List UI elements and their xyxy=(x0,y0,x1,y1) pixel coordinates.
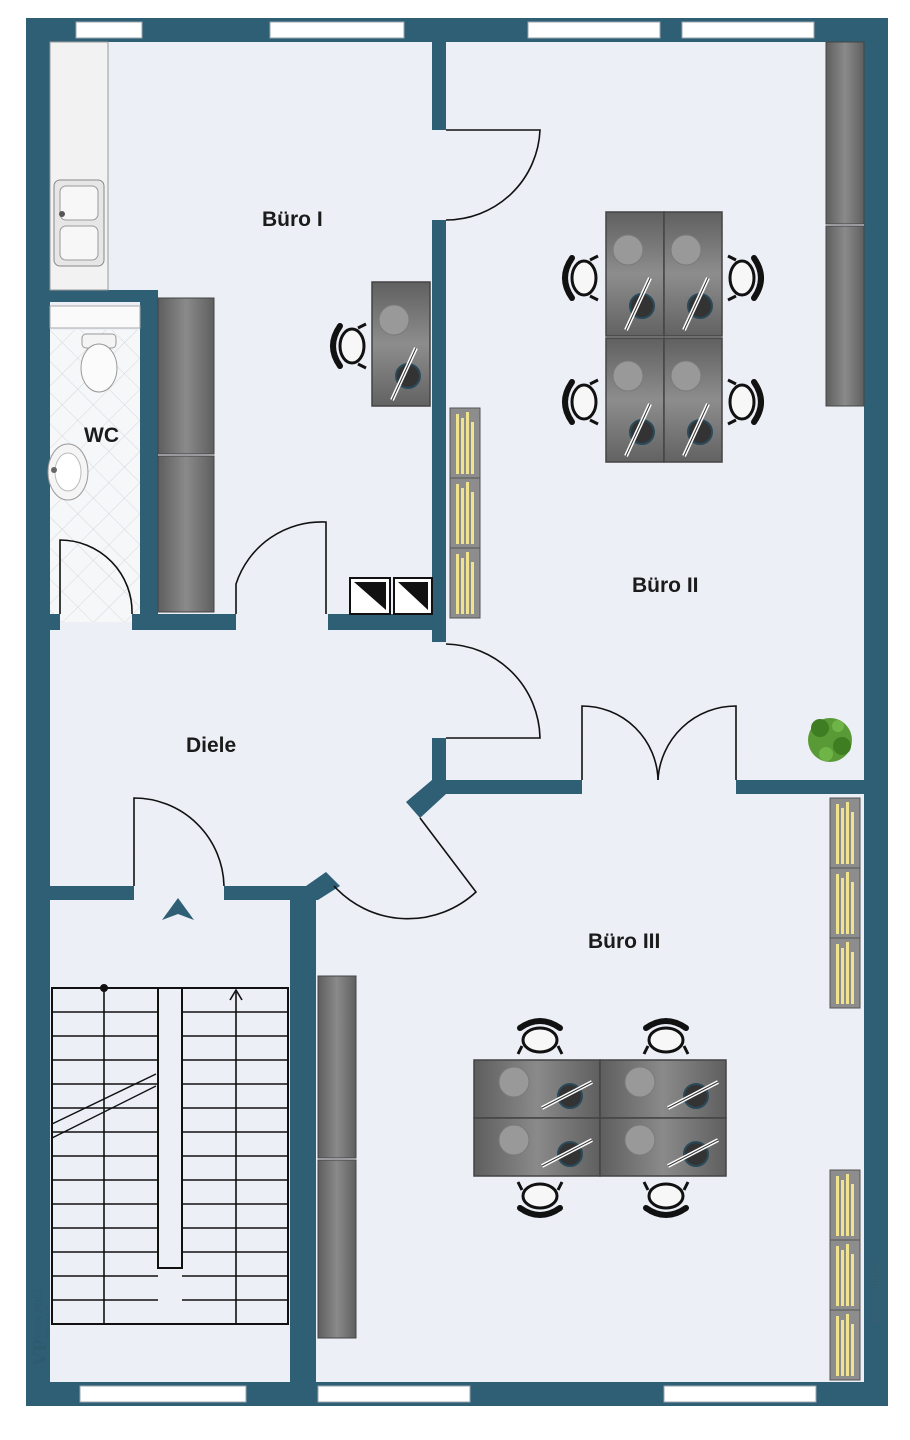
logo-tagline: IMMOBILIEN xyxy=(46,1308,51,1339)
label-buero1: Büro I xyxy=(262,208,323,231)
entrance-arrow-icon xyxy=(162,898,194,920)
kitchenette xyxy=(49,41,109,291)
doors xyxy=(59,129,737,920)
windows xyxy=(75,21,817,1403)
label-buero2: Büro II xyxy=(632,574,699,597)
plant-icon xyxy=(808,718,852,762)
logo: VP VON POLL IMMOBILIEN xyxy=(29,1286,51,1366)
logo-monogram: VP xyxy=(29,1339,51,1366)
label-wc: WC xyxy=(84,424,119,447)
washbasin-icon xyxy=(47,443,89,501)
floor-area xyxy=(26,18,888,1406)
cabinet-buero1 xyxy=(157,297,215,613)
shelf-icon xyxy=(449,407,481,619)
shelf-buero3-top xyxy=(829,797,861,1009)
shafts xyxy=(349,577,433,615)
credit-text: McGrundriss xyxy=(871,1261,883,1324)
cabinet-buero2 xyxy=(825,41,865,407)
cabinet-buero3 xyxy=(317,975,357,1339)
logo-name: VON POLL xyxy=(33,1286,45,1340)
label-buero3: Büro III xyxy=(588,930,660,953)
toilet-icon xyxy=(49,305,141,393)
shelf-buero3-bottom xyxy=(829,1169,861,1381)
label-diele: Diele xyxy=(186,734,236,757)
staircase-icon xyxy=(51,984,289,1325)
sink-icon xyxy=(53,179,105,267)
